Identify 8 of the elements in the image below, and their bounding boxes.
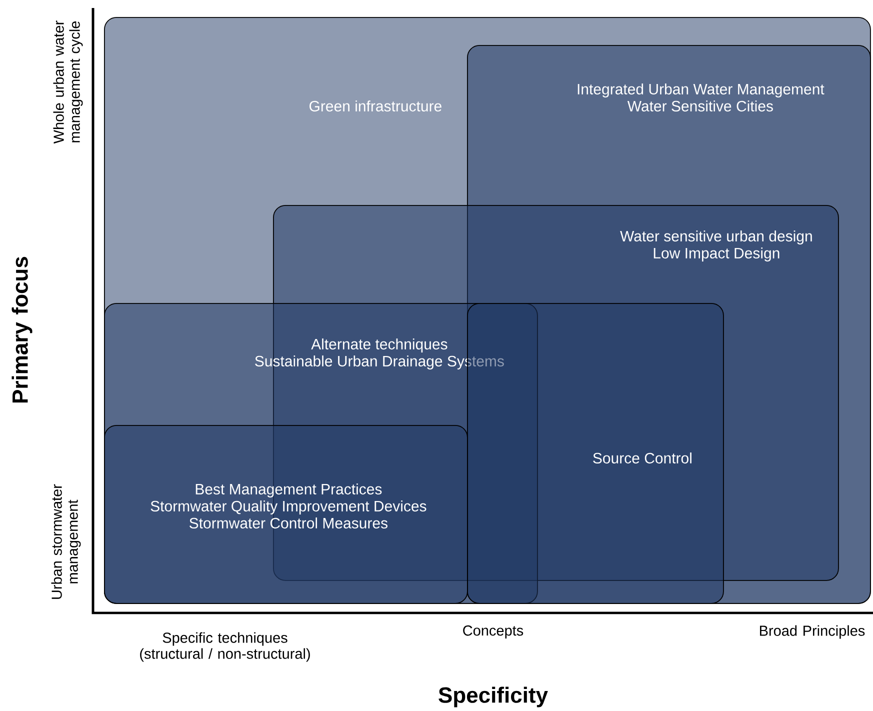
axis-title: Specificity: [438, 686, 548, 708]
region-box: Best Management Practices Stormwater Quality Improvement Devices Stormwater Control Measures: [104, 425, 468, 604]
axis-tick-label: Concepts: [463, 625, 524, 639]
axis-tick-label: Whole urban water management cycle: [53, 20, 83, 144]
axis-title: Primary focus: [12, 256, 32, 402]
axis-tick-label: Specific techniques (structural / non-structural): [140, 632, 310, 662]
axis-tick-label: Broad Principles: [760, 625, 865, 639]
axis-tick-label: Urban stormwater management: [51, 484, 81, 599]
